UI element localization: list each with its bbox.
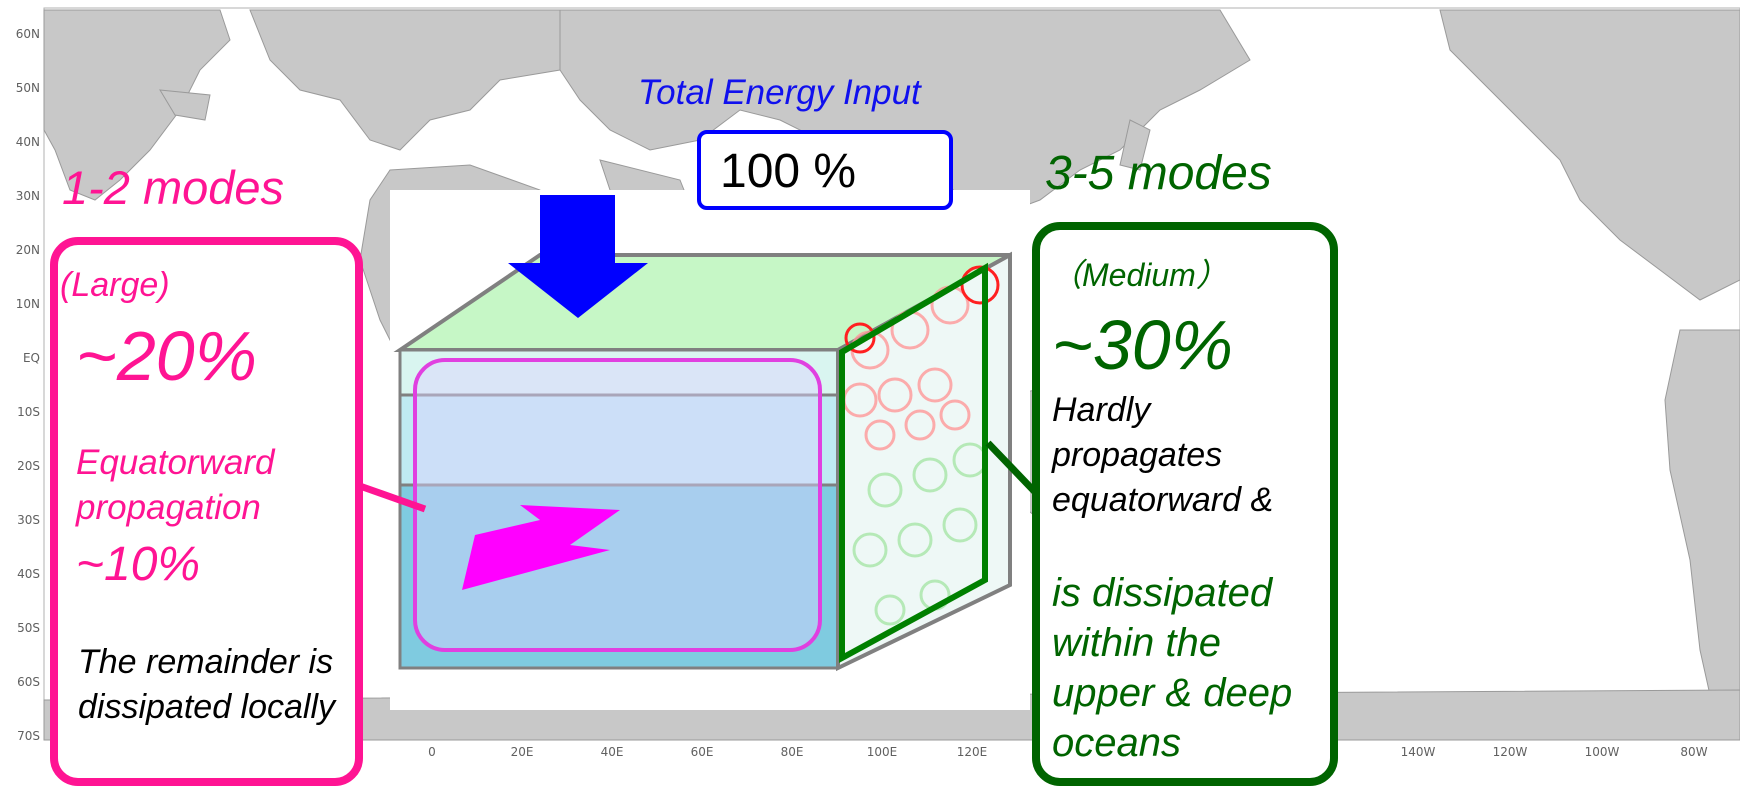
svg-text:100W: 100W [1585, 745, 1620, 759]
svg-text:40S: 40S [17, 567, 40, 581]
medium-modes-size: （Medium） [1050, 257, 1228, 293]
svg-text:70S: 70S [17, 729, 40, 743]
svg-text:10N: 10N [16, 297, 40, 311]
svg-text:80W: 80W [1680, 745, 1707, 759]
svg-text:10S: 10S [17, 405, 40, 419]
svg-text:30S: 30S [17, 513, 40, 527]
medium-modes-panel [1032, 222, 1338, 786]
svg-text:0: 0 [428, 745, 436, 759]
eddies-upper [842, 285, 971, 451]
svg-text:60S: 60S [17, 675, 40, 689]
energy-input-arrow [508, 195, 648, 318]
large-modes-percent: ~20% [76, 317, 257, 395]
medium-modes-outline [839, 262, 988, 664]
large-modes-outline [413, 358, 822, 652]
medium-connector-line [985, 440, 1038, 495]
latitude-tick-labels: 60N 50N 40N 30N 20N 10N EQ 10S 20S 30S 4… [16, 27, 40, 743]
svg-text:EQ: EQ [23, 351, 40, 365]
eddy-red-marker-2 [844, 322, 876, 354]
large-modes-size: (Large) [60, 266, 170, 304]
svg-text:120E: 120E [957, 745, 988, 759]
energy-input-box: 100 % [697, 130, 953, 210]
ocean-box-diagram [390, 190, 1030, 710]
large-connector-line [355, 481, 427, 513]
svg-text:20E: 20E [511, 745, 534, 759]
svg-text:50S: 50S [17, 621, 40, 635]
large-propagation-percent: ~10% [76, 538, 201, 591]
medium-modes-percent: ~30% [1052, 306, 1233, 384]
medium-dissipation-text: is dissipated within the upper & deep oc… [1052, 571, 1293, 765]
svg-text:50N: 50N [16, 81, 40, 95]
svg-text:30N: 30N [16, 189, 40, 203]
svg-text:60N: 60N [16, 27, 40, 41]
equatorward-arrow [462, 505, 620, 590]
large-remainder-text: The remainder is dissipated locally [78, 643, 336, 726]
eddy-red-marker [960, 265, 1000, 305]
longitude-tick-labels: 0 20E 40E 60E 80E 100E 120E 140W 120W 10… [428, 745, 1708, 759]
medium-modes-header: 3-5 modes [1045, 147, 1272, 200]
svg-text:40E: 40E [601, 745, 624, 759]
svg-text:120W: 120W [1493, 745, 1528, 759]
eddies-deep [852, 442, 988, 626]
svg-text:100E: 100E [867, 745, 898, 759]
svg-text:40N: 40N [16, 135, 40, 149]
svg-text:20S: 20S [17, 459, 40, 473]
energy-input-value: 100 % [720, 145, 857, 198]
large-propagation-label: Equatorward propagation [76, 443, 275, 527]
svg-text:20N: 20N [16, 243, 40, 257]
large-modes-header: 1-2 modes [62, 161, 285, 214]
energy-input-title: Total Energy Input [638, 73, 921, 112]
medium-propagation-note: Hardly propagates equatorward & [1052, 391, 1274, 519]
large-modes-panel [50, 237, 363, 786]
svg-text:60E: 60E [691, 745, 714, 759]
svg-text:140W: 140W [1401, 745, 1436, 759]
svg-text:80E: 80E [781, 745, 804, 759]
